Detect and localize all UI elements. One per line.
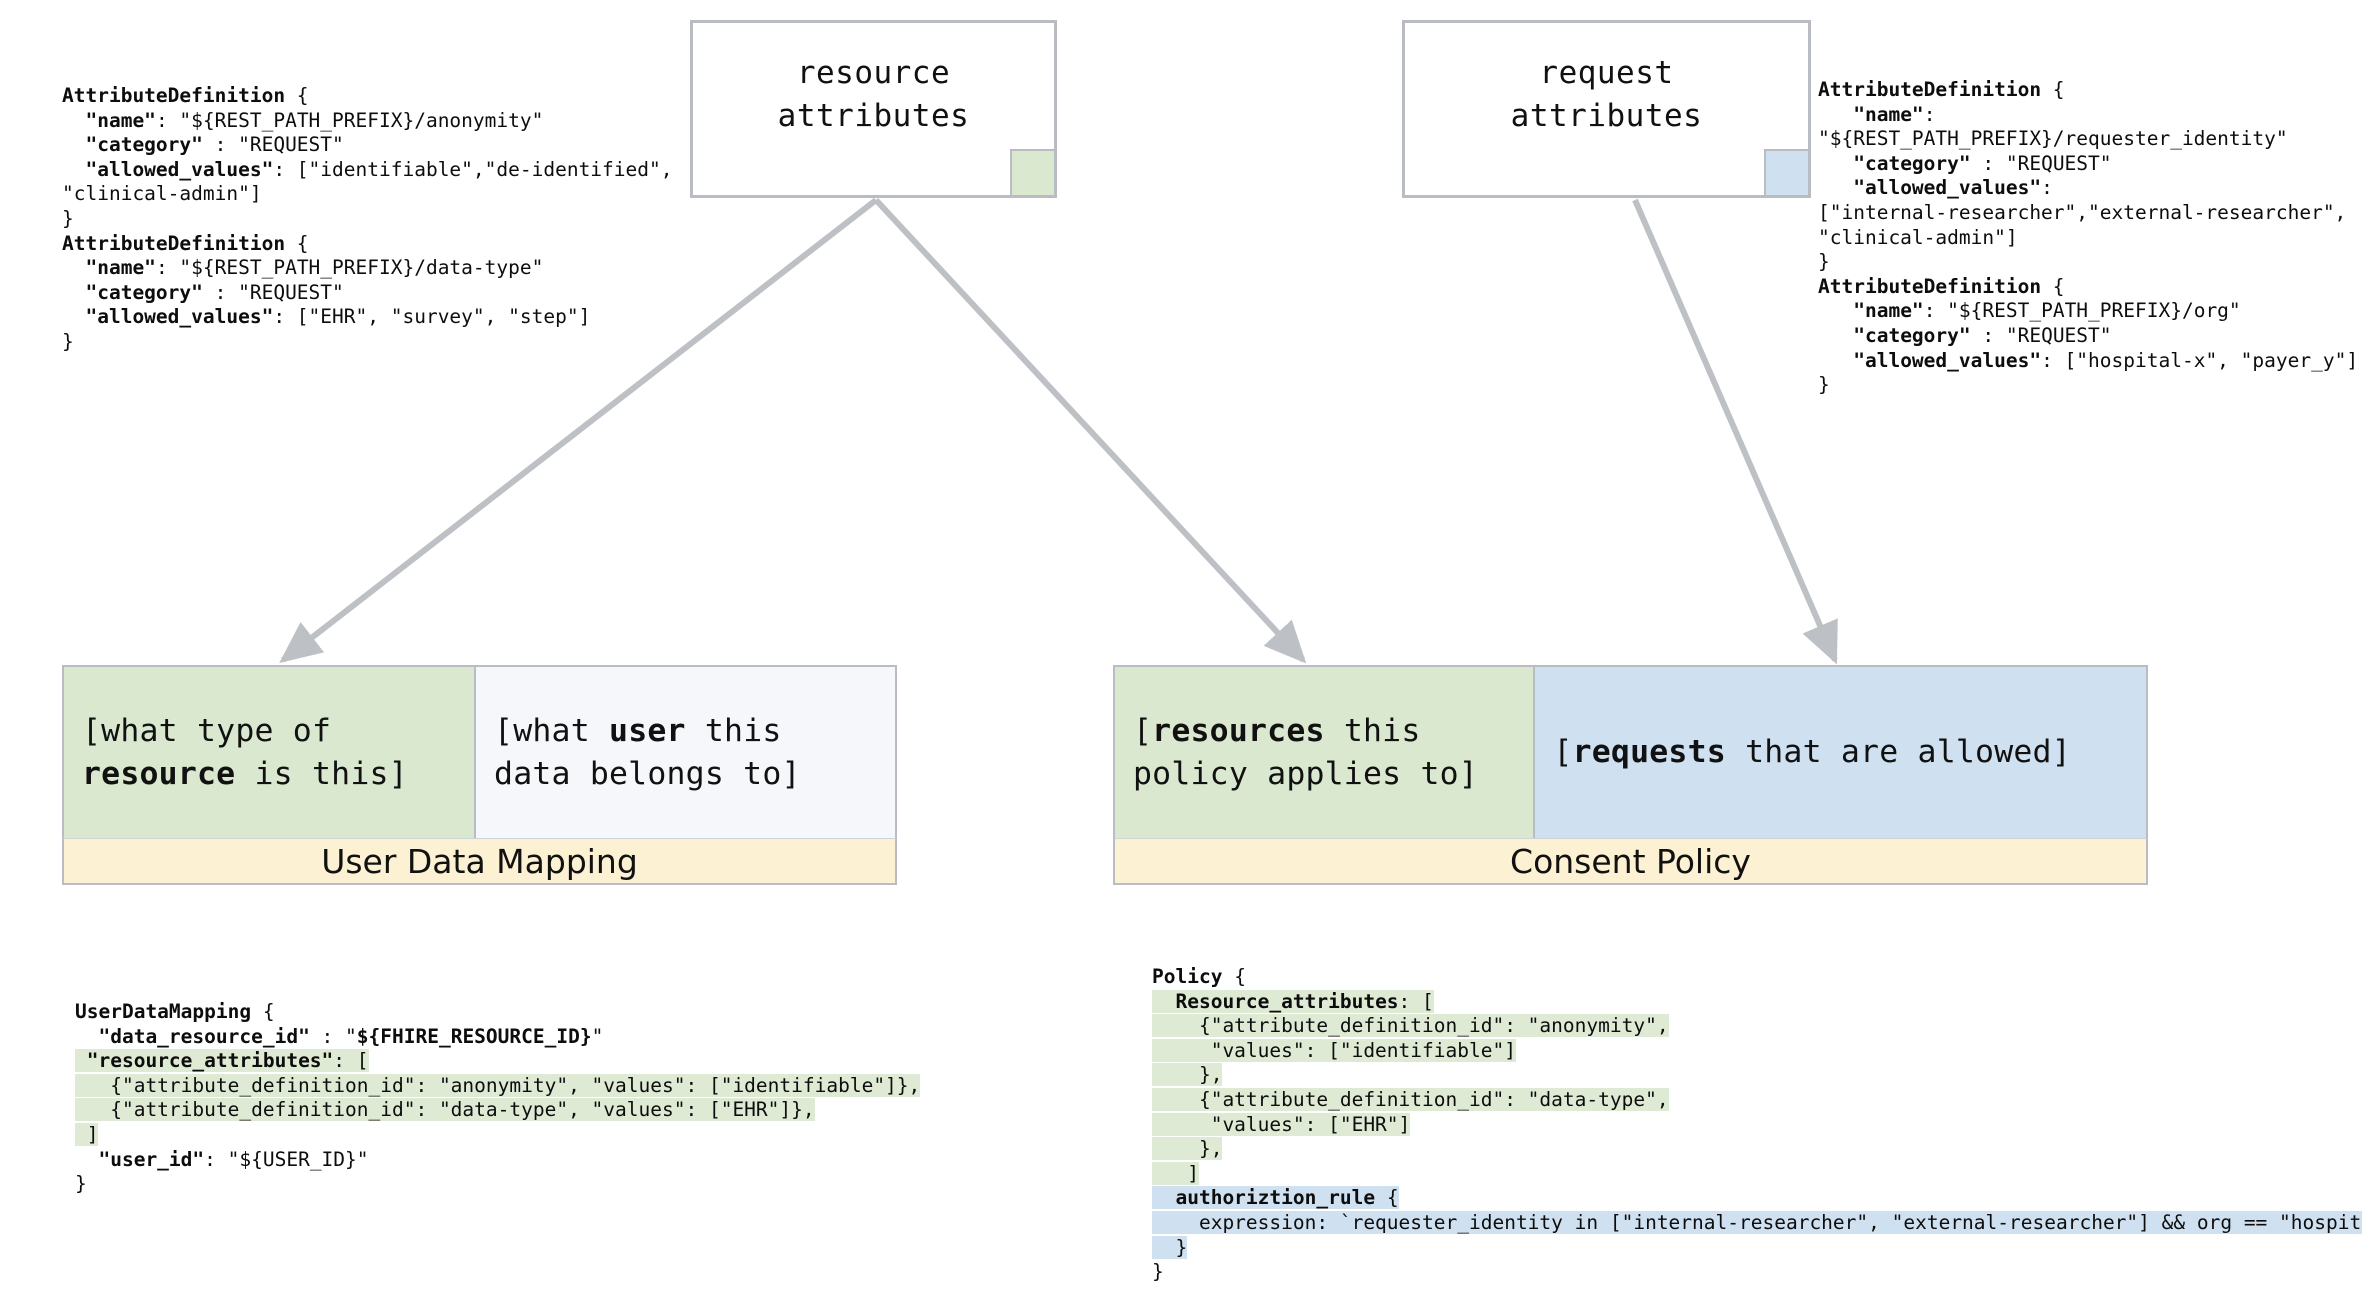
code-line: "clinical-admin"] bbox=[1818, 225, 2018, 249]
code-line: "allowed_values": ["identifiable","de-id… bbox=[85, 157, 673, 181]
code-line: AttributeDefinition { bbox=[62, 231, 309, 255]
code-line: "name": "${REST_PATH_PREFIX}/org" bbox=[1853, 299, 2241, 323]
code-line: "resource_attributes": [ bbox=[75, 1049, 369, 1073]
code-line: "name": "${REST_PATH_PREFIX}/data-type" bbox=[85, 256, 544, 280]
code-line: } bbox=[75, 1172, 87, 1196]
blue-color-swatch bbox=[1764, 149, 1810, 197]
code-line: authoriztion_rule { bbox=[1152, 1186, 1399, 1210]
code-line: } bbox=[62, 329, 74, 353]
code-line: "category" : "REQUEST" bbox=[85, 133, 344, 157]
code-line: "category" : "REQUEST" bbox=[1853, 323, 2112, 347]
code-line: "allowed_values": ["hospital-x", "payer_… bbox=[1853, 348, 2359, 372]
policy-code: Policy { Resource_attributes: [ {"attrib… bbox=[1152, 965, 2362, 1285]
resource-attribute-definitions-code: AttributeDefinition { "name": "${REST_PA… bbox=[62, 84, 673, 355]
arrow-request-to-policy bbox=[1632, 198, 1838, 665]
code-line: "allowed_values": ["EHR", "survey", "ste… bbox=[85, 305, 591, 329]
code-line: AttributeDefinition { bbox=[1818, 78, 2065, 101]
code-line: "${REST_PATH_PREFIX}/requester_identity" bbox=[1818, 127, 2288, 151]
code-line: } bbox=[1152, 1235, 1188, 1259]
arrow-resource-to-policy bbox=[873, 197, 1307, 664]
code-line: Policy { bbox=[1152, 965, 1246, 988]
code-line: "name": bbox=[1853, 102, 1936, 126]
cp-request-pane[interactable]: [requests that are allowed] bbox=[1533, 667, 2146, 838]
code-line: "user_id": "${USER_ID}" bbox=[98, 1147, 369, 1171]
consent-policy-label: Consent Policy bbox=[1113, 838, 2148, 885]
code-line: }, bbox=[1152, 1137, 1223, 1161]
code-line: "category" : "REQUEST" bbox=[1853, 151, 2112, 175]
code-line: {"attribute_definition_id": "anonymity", bbox=[1152, 1014, 1669, 1038]
code-line: {"attribute_definition_id": "data-type",… bbox=[75, 1098, 815, 1122]
code-line: "values": ["EHR"] bbox=[1152, 1112, 1411, 1136]
code-line: {"attribute_definition_id": "anonymity",… bbox=[75, 1073, 921, 1097]
code-line: {"attribute_definition_id": "data-type", bbox=[1152, 1087, 1669, 1111]
code-line: UserDataMapping { bbox=[75, 1000, 275, 1023]
code-line: "data_resource_id" : "${FHIRE_RESOURCE_I… bbox=[98, 1024, 604, 1048]
code-line: ["internal-researcher","external-researc… bbox=[1818, 200, 2347, 224]
code-line: } bbox=[62, 206, 74, 230]
code-line: }, bbox=[1152, 1063, 1223, 1087]
user-data-mapping-code: UserDataMapping { "data_resource_id" : "… bbox=[75, 1000, 921, 1197]
green-color-swatch bbox=[1010, 149, 1056, 197]
user-data-mapping-label: User Data Mapping bbox=[62, 838, 897, 885]
code-line: Resource_attributes: [ bbox=[1152, 989, 1434, 1013]
code-line: "clinical-admin"] bbox=[62, 182, 262, 206]
code-line: "category" : "REQUEST" bbox=[85, 280, 344, 304]
request-attribute-definitions-code: AttributeDefinition { "name": "${REST_PA… bbox=[1818, 78, 2358, 398]
code-line: AttributeDefinition { bbox=[1818, 274, 2065, 298]
code-line: expression: `requester_identity in ["int… bbox=[1152, 1210, 2362, 1234]
code-line: ] bbox=[1152, 1161, 1199, 1185]
code-line: "allowed_values": bbox=[1853, 176, 2053, 200]
code-line: "values": ["identifiable"] bbox=[1152, 1038, 1516, 1062]
code-line: } bbox=[1152, 1260, 1164, 1284]
cp-request-text: [requests that are allowed] bbox=[1553, 734, 2071, 771]
code-line: "name": "${REST_PATH_PREFIX}/anonymity" bbox=[85, 108, 544, 132]
code-line: AttributeDefinition { bbox=[62, 84, 309, 107]
code-line: ] bbox=[75, 1122, 99, 1146]
code-line: } bbox=[1818, 250, 1830, 274]
code-line: } bbox=[1818, 373, 1830, 397]
